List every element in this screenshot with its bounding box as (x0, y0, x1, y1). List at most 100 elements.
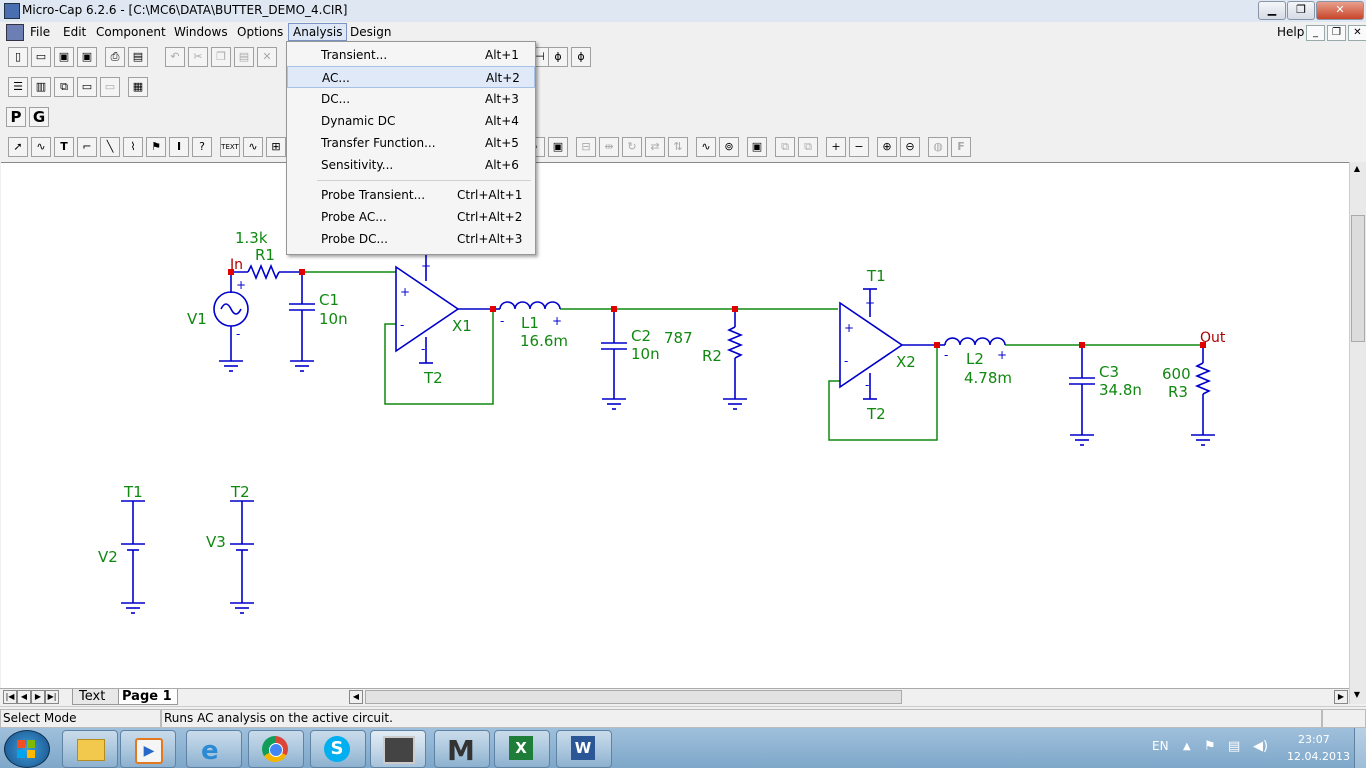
flip-y-icon[interactable]: ⇅ (668, 137, 688, 157)
text-tool-icon[interactable]: T (54, 137, 74, 157)
menu-file[interactable]: File (30, 25, 51, 39)
hscroll-right-icon[interactable]: ▶ (1334, 690, 1348, 704)
align-icon[interactable]: ⊟ (576, 137, 596, 157)
tray-flag-icon[interactable]: ⚑ (1204, 739, 1216, 754)
monitor-icon[interactable]: ▣ (747, 137, 767, 157)
menu-item-ac[interactable]: AC...Alt+2 (287, 66, 535, 88)
copy-icon[interactable]: ❐ (211, 47, 231, 67)
close-icon[interactable]: ✕ (1316, 1, 1364, 20)
menu-analysis[interactable]: Analysis (288, 23, 348, 41)
prev-page-icon[interactable]: ◀ (17, 690, 31, 704)
delete-icon[interactable]: ✕ (257, 47, 277, 67)
split-vertical-icon[interactable]: ▥ (31, 77, 51, 97)
first-page-icon[interactable]: |◀ (3, 690, 17, 704)
menu-design[interactable]: Design (350, 25, 392, 39)
send-back-icon[interactable]: ⧉ (798, 137, 818, 157)
schematic-canvas[interactable]: +- +- +- -+ +- +- -+ 1.3k R1 V1 C1 10n X… (1, 162, 1349, 689)
menu-item-probe-dc[interactable]: Probe DC...Ctrl+Alt+3 (321, 232, 523, 246)
grid-icon[interactable]: ⊞ (266, 137, 286, 157)
taskbar-skype-icon[interactable]: S (310, 730, 366, 768)
node-numbers-icon[interactable]: ∿ (243, 137, 263, 157)
taskbar-media-player-icon[interactable]: ▶ (120, 730, 176, 768)
tray-volume-icon[interactable]: ◀) (1253, 739, 1269, 754)
scroll-up-icon[interactable]: ▲ (1353, 164, 1361, 173)
cascade-icon[interactable]: ⧉ (54, 77, 74, 97)
mode-g-button[interactable]: G (29, 107, 49, 127)
print-preview-icon[interactable]: ▤ (128, 47, 148, 67)
tray-time[interactable]: 23:07 (1298, 733, 1330, 746)
menu-help[interactable]: Help (1277, 25, 1305, 39)
menu-item-sensitivity[interactable]: Sensitivity...Alt+6 (321, 158, 519, 172)
zoom-in-icon[interactable]: ⊕ (877, 137, 897, 157)
split-horizontal-icon[interactable]: ☰ (8, 77, 28, 97)
next-page-icon[interactable]: ▶ (31, 690, 45, 704)
flip-x-icon[interactable]: ⇄ (645, 137, 665, 157)
menu-item-transient[interactable]: Transient...Alt+1 (321, 48, 519, 62)
globe-icon[interactable]: ◍ (928, 137, 948, 157)
help-cursor-icon[interactable]: ? (192, 137, 212, 157)
mdi-close-icon[interactable]: ✕ (1348, 25, 1366, 41)
taskbar-word-icon[interactable]: W (556, 730, 612, 768)
tray-network-icon[interactable]: ▤ (1228, 739, 1241, 754)
save-all-icon[interactable]: ▣ (77, 47, 97, 67)
hscroll-left-icon[interactable]: ◀ (349, 690, 363, 704)
scroll-down-icon[interactable]: ▼ (1353, 690, 1361, 699)
tray-date[interactable]: 12.04.2013 (1287, 750, 1350, 763)
fit-icon[interactable]: F (951, 137, 971, 157)
menu-options[interactable]: Options (237, 25, 284, 39)
undo-icon[interactable]: ↶ (165, 47, 185, 67)
window-dim-icon[interactable]: ▭ (100, 77, 120, 97)
document-icon[interactable] (6, 24, 24, 41)
zoom-out-icon[interactable]: ⊖ (900, 137, 920, 157)
maximize-icon[interactable]: ❐ (1287, 1, 1315, 20)
taskbar-micro-cap-icon[interactable] (370, 730, 426, 768)
vertical-scroll-thumb[interactable] (1351, 215, 1365, 342)
save-icon[interactable]: ▣ (54, 47, 74, 67)
info-icon[interactable]: I (169, 137, 189, 157)
add-page-icon[interactable]: + (826, 137, 846, 157)
component-icon[interactable]: ∿ (31, 137, 51, 157)
diagonal-wire-icon[interactable]: ╲ (100, 137, 120, 157)
mirror-icon[interactable]: ⇹ (599, 137, 619, 157)
open-folder-icon[interactable]: ▭ (31, 47, 51, 67)
tray-language[interactable]: EN (1152, 739, 1169, 753)
menu-item-probe-ac[interactable]: Probe AC...Ctrl+Alt+2 (321, 210, 523, 224)
tab-text[interactable]: Text (72, 689, 125, 705)
remove-page-icon[interactable]: − (849, 137, 869, 157)
show-desktop-button[interactable] (1354, 728, 1366, 768)
wire-icon[interactable]: ⌐ (77, 137, 97, 157)
binoculars-icon[interactable]: ⊚ (719, 137, 739, 157)
text-toggle-button[interactable]: TEXT (220, 137, 240, 157)
taskbar-micro-cap-m-icon[interactable]: M (434, 730, 490, 768)
start-button[interactable] (4, 730, 50, 768)
cut-icon[interactable]: ✂ (188, 47, 208, 67)
print-icon[interactable]: ⎙ (105, 47, 125, 67)
paste-icon[interactable]: ▤ (234, 47, 254, 67)
menu-item-dc[interactable]: DC...Alt+3 (321, 92, 519, 106)
horizontal-scroll-thumb[interactable] (365, 690, 902, 704)
mode-p-button[interactable]: P (6, 107, 26, 127)
phase-probe-2-icon[interactable]: ϕ (571, 47, 591, 67)
tab-page-1[interactable]: Page 1 (118, 689, 178, 705)
taskbar-internet-explorer-icon[interactable]: e (186, 730, 242, 768)
new-file-icon[interactable]: ▯ (8, 47, 28, 67)
taskbar-excel-icon[interactable]: X (494, 730, 550, 768)
menu-edit[interactable]: Edit (63, 25, 87, 39)
bring-front-icon[interactable]: ⧉ (775, 137, 795, 157)
window-icon[interactable]: ▭ (77, 77, 97, 97)
taskbar-explorer-icon[interactable] (62, 730, 118, 768)
rotate-icon[interactable]: ↻ (622, 137, 642, 157)
tray-expand-icon[interactable]: ▲ (1183, 741, 1191, 752)
waveform-icon[interactable]: ∿ (696, 137, 716, 157)
phase-probe-icon[interactable]: ϕ (548, 47, 568, 67)
menu-item-transfer-function[interactable]: Transfer Function...Alt+5 (321, 136, 519, 150)
menu-item-probe-transient[interactable]: Probe Transient...Ctrl+Alt+1 (321, 188, 523, 202)
flag-icon[interactable]: ⚑ (146, 137, 166, 157)
taskbar-chrome-icon[interactable] (248, 730, 304, 768)
clipboard-icon[interactable]: ▣ (548, 137, 568, 157)
menu-component[interactable]: Component (96, 25, 166, 39)
menu-windows[interactable]: Windows (174, 25, 228, 39)
last-page-icon[interactable]: ▶| (45, 690, 59, 704)
calculator-icon[interactable]: ▦ (128, 77, 148, 97)
